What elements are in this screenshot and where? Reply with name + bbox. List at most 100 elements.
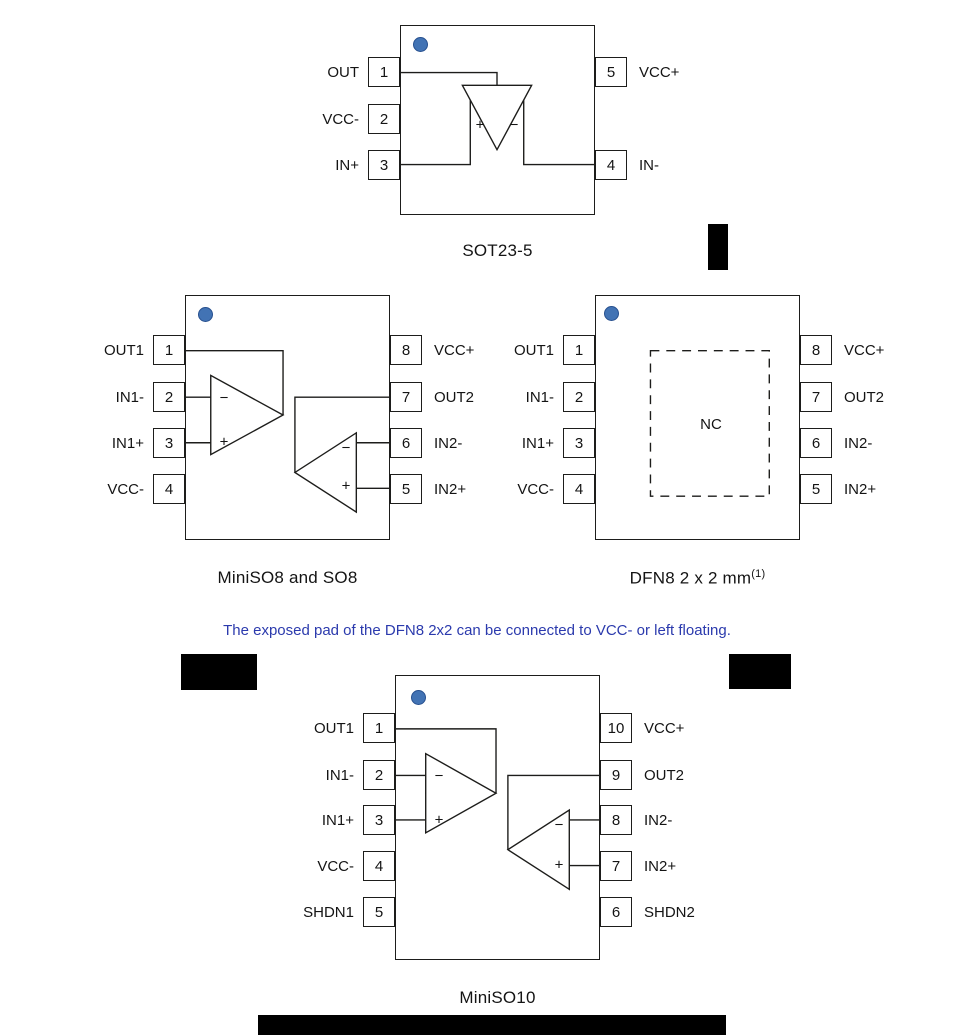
pin-number: 8 — [390, 335, 422, 365]
caption-miniso8-so8: MiniSO8 and SO8 — [217, 568, 358, 587]
pin-row: 5 IN2+ — [390, 474, 466, 504]
pin-row: 7 IN2+ — [600, 851, 676, 881]
opamp2-plus-sign: + — [554, 856, 564, 874]
pin-number: 3 — [363, 805, 395, 835]
pin-row: VCC- 4 — [275, 851, 395, 881]
pin-label: IN1- — [325, 766, 354, 784]
opamp-minus-sign: − — [509, 116, 519, 134]
package-miniso8-so8: − + − + — [185, 295, 390, 540]
nc-label: NC — [700, 416, 722, 433]
opamp-plus-sign: + — [475, 116, 485, 134]
opamp-schematic — [186, 349, 389, 514]
redaction-bar — [708, 224, 728, 270]
opamp1-plus-sign: + — [219, 433, 229, 451]
pin-label: OUT1 — [313, 719, 354, 737]
pin-number: 7 — [600, 851, 632, 881]
pin-number: 8 — [800, 335, 832, 365]
opamp1-plus-sign: + — [434, 811, 444, 829]
opamp1-minus-sign: − — [434, 767, 444, 785]
pin-row: OUT1 1 — [65, 335, 185, 365]
pin-label: VCC+ — [434, 341, 475, 359]
pin-row: OUT 1 — [280, 57, 400, 87]
pin-label: VCC+ — [639, 63, 680, 81]
opamp1-minus-sign: − — [219, 389, 229, 407]
pin-number: 7 — [800, 382, 832, 412]
pin-label: VCC+ — [844, 341, 885, 359]
pin-row: OUT1 1 — [475, 335, 595, 365]
pin-number: 6 — [800, 428, 832, 458]
pin-label: IN2+ — [644, 857, 677, 875]
opamp2-minus-sign: − — [554, 816, 564, 834]
pin-label: IN2- — [434, 434, 463, 452]
pin-number: 1 — [368, 57, 400, 87]
pin-row: VCC- 4 — [65, 474, 185, 504]
pin-label: VCC- — [322, 110, 359, 128]
pin-label: VCC- — [317, 857, 354, 875]
opamp-schematic — [401, 71, 594, 166]
pin-label: VCC- — [517, 480, 554, 498]
pin-label: OUT2 — [434, 388, 475, 406]
caption-miniso10: MiniSO10 — [459, 988, 536, 1007]
pin1-marker-dot — [604, 306, 619, 321]
pin-number: 7 — [390, 382, 422, 412]
figure-note: The exposed pad of the DFN8 2x2 can be c… — [223, 622, 731, 639]
pin-label: IN2- — [644, 811, 673, 829]
pin-row: 10 VCC+ — [600, 713, 684, 743]
package-dfn8: NC — [595, 295, 800, 540]
pin-row: OUT1 1 — [275, 713, 395, 743]
pin-row: 4 IN- — [595, 150, 659, 180]
pin-label: IN2+ — [844, 480, 877, 498]
pin-number: 1 — [563, 335, 595, 365]
pin-label: OUT — [327, 63, 359, 81]
package-miniso10: − + − + — [395, 675, 600, 960]
pin-label: VCC- — [107, 480, 144, 498]
pin-row: 5 VCC+ — [595, 57, 679, 87]
pin-number: 5 — [363, 897, 395, 927]
package-sot23-5: + − — [400, 25, 595, 215]
pin-number: 4 — [595, 150, 627, 180]
pin-row: 7 OUT2 — [390, 382, 474, 412]
redaction-bar — [729, 654, 791, 689]
dfn-nc-outline — [649, 349, 770, 497]
pin-row: IN1+ 3 — [275, 805, 395, 835]
caption-dfn8: DFN8 2 x 2 mm(1) — [595, 568, 800, 589]
caption-dfn8-text: DFN8 2 x 2 mm — [629, 568, 752, 588]
pin-label: VCC+ — [644, 719, 685, 737]
pin-label: IN1+ — [111, 434, 144, 452]
pin-number: 5 — [595, 57, 627, 87]
pin-row: SHDN1 5 — [275, 897, 395, 927]
pin-row: 8 VCC+ — [390, 335, 474, 365]
opamp2-plus-sign: + — [341, 477, 351, 495]
pin-row: 5 IN2+ — [800, 474, 876, 504]
pin-row: 9 OUT2 — [600, 760, 684, 790]
caption-sot23-5: SOT23-5 — [462, 241, 533, 260]
pin-number: 3 — [368, 150, 400, 180]
pin-label: IN1+ — [321, 811, 354, 829]
pin-number: 2 — [363, 760, 395, 790]
pin-number: 4 — [153, 474, 185, 504]
pin-number: 1 — [153, 335, 185, 365]
opamp2-minus-sign: − — [341, 439, 351, 457]
pin-row: IN1- 2 — [65, 382, 185, 412]
pin-number: 8 — [600, 805, 632, 835]
pin-number: 6 — [600, 897, 632, 927]
pin-row: VCC- 2 — [280, 104, 400, 134]
pin-row: IN1- 2 — [275, 760, 395, 790]
pin-label: SHDN1 — [303, 903, 354, 921]
pin-row: IN1+ 3 — [65, 428, 185, 458]
pin-label: IN2- — [844, 434, 873, 452]
opamp-schematic — [396, 728, 599, 891]
pin1-marker-dot — [198, 307, 213, 322]
pin-number: 10 — [600, 713, 632, 743]
pin-label: OUT2 — [844, 388, 885, 406]
pin-row: IN1+ 3 — [475, 428, 595, 458]
pin-label: IN- — [639, 156, 659, 174]
pin1-marker-dot — [413, 37, 428, 52]
pin-label: SHDN2 — [644, 903, 695, 921]
pin-number: 2 — [153, 382, 185, 412]
pin-label: IN2+ — [434, 480, 467, 498]
pin-label: IN1- — [115, 388, 144, 406]
redaction-bar — [258, 1015, 726, 1035]
pin-number: 4 — [563, 474, 595, 504]
